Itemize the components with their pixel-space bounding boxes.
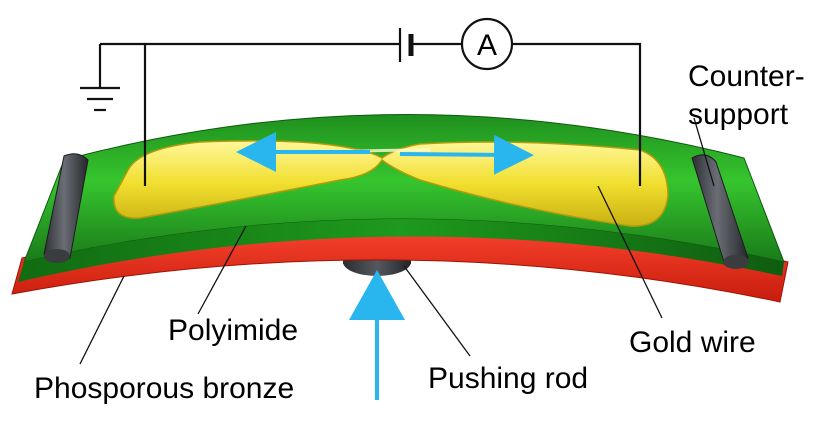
label-polyimide: Polyimide (168, 314, 298, 347)
push-arrow (349, 270, 405, 400)
counter-support-left (43, 153, 89, 263)
leader-phosphorous-bronze (79, 275, 125, 365)
leader-gold-wire (597, 185, 663, 319)
ground-icon (80, 86, 120, 112)
battery-icon (398, 28, 414, 62)
counter-support-right (691, 154, 749, 269)
label-counter-support-line1: Counter- (688, 60, 805, 93)
ammeter-icon: A (460, 17, 514, 71)
strain-arrow-right (399, 134, 534, 175)
labels: Counter- support Polyimide Gold wire Pho… (34, 60, 805, 405)
label-pushing-rod: Pushing rod (428, 362, 588, 395)
leader-counter-support (693, 117, 715, 187)
label-gold-wire: Gold wire (629, 326, 756, 359)
leader-polyimide (197, 225, 247, 315)
leader-pushing-rod (403, 265, 471, 357)
circuit (98, 42, 642, 186)
label-counter-support-line2: support (688, 98, 789, 131)
ammeter-symbol: A (477, 29, 497, 62)
leader-lines (79, 117, 715, 365)
label-phosphorous-bronze: Phosporous bronze (34, 372, 294, 405)
strain-arrows (236, 132, 534, 175)
